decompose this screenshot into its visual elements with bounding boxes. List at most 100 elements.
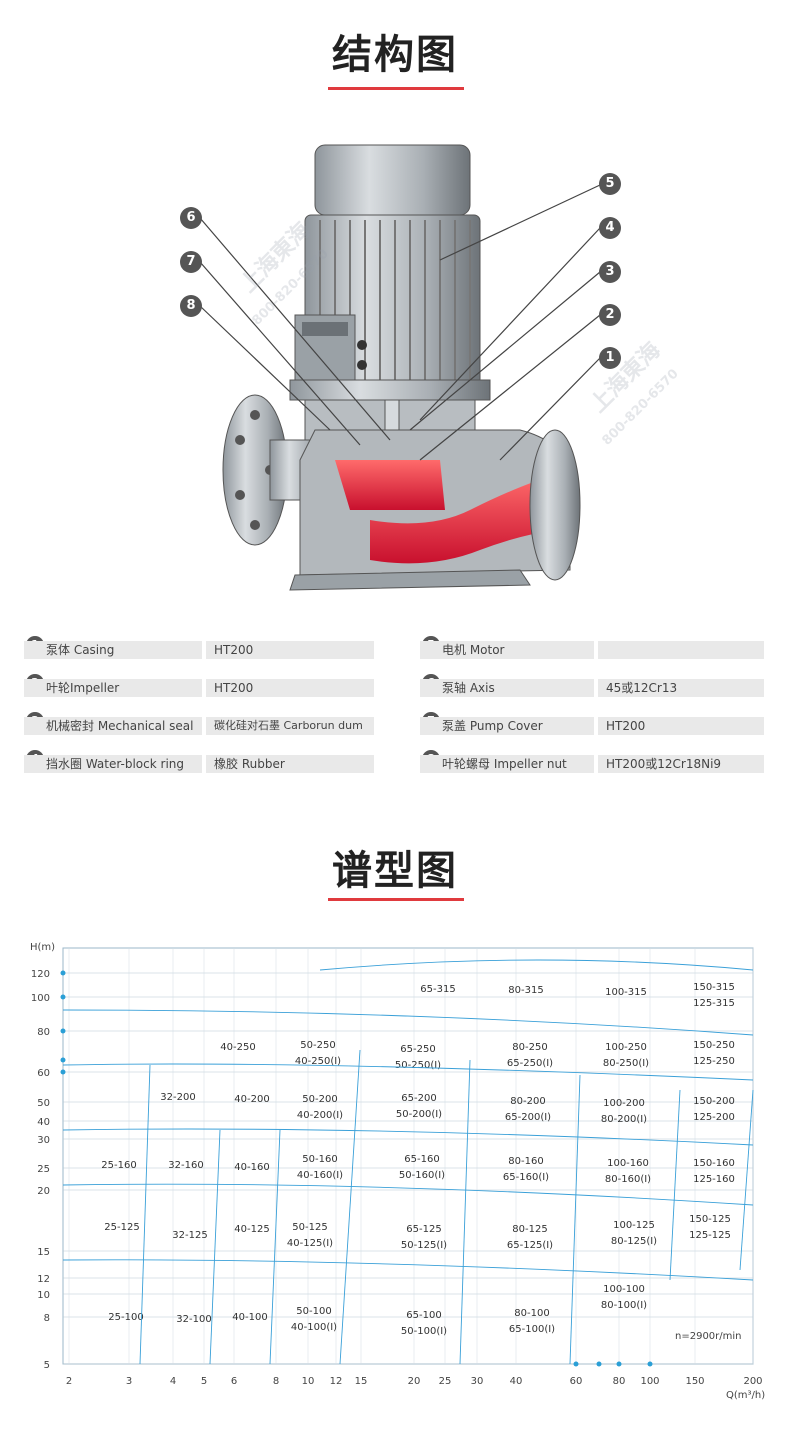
part-material: 45或12Cr13	[598, 679, 764, 697]
model-region-label: 40-125(I)	[287, 1238, 333, 1249]
model-region-label: 40-100	[232, 1312, 267, 1323]
speed-note: n=2900r/min	[675, 1331, 742, 1342]
spectrum-title: 谱型图	[332, 848, 458, 894]
model-region-label: 125-200	[693, 1112, 735, 1123]
axis-marker	[60, 994, 66, 1000]
region-boundary	[739, 1089, 754, 1271]
part-row: 4 挡水圈 Water-block ring 橡胶 Rubber	[24, 750, 374, 777]
model-region-label: 125-125	[689, 1230, 731, 1241]
callout-1: 1	[599, 347, 621, 369]
axis-marker	[60, 1069, 66, 1075]
part-row: 5 电机 Motor	[420, 636, 770, 663]
model-region-label: 32-160	[168, 1160, 203, 1171]
callout-7: 7	[180, 251, 202, 273]
part-row: 1 泵体 Casing HT200	[24, 636, 374, 663]
x-tick-label: 20	[408, 1376, 421, 1387]
part-row: 3 机械密封 Mechanical seal 碳化硅对石墨 Carborun d…	[24, 712, 374, 739]
model-region-label: 65-125	[406, 1224, 441, 1235]
part-row: 6 泵轴 Axis 45或12Cr13	[420, 674, 770, 701]
axis-marker	[60, 1028, 66, 1034]
model-region-label: 100-200	[603, 1098, 645, 1109]
x-tick-label: 60	[570, 1376, 583, 1387]
region-boundary	[62, 1259, 754, 1281]
model-region-label: 50-200	[302, 1094, 337, 1105]
model-region-label: 50-250	[300, 1040, 335, 1051]
x-tick-label: 200	[743, 1376, 762, 1387]
model-region-label: 150-250	[693, 1040, 735, 1051]
model-region-label: 65-200	[401, 1093, 436, 1104]
model-region-label: 50-160(I)	[399, 1170, 445, 1181]
model-region-label: 50-100	[296, 1306, 331, 1317]
axis-marker	[647, 1361, 653, 1367]
y-tick-label: 10	[37, 1290, 50, 1301]
part-row: 8 叶轮螺母 Impeller nut HT200或12Cr18Ni9	[420, 750, 770, 777]
y-tick-label: 20	[37, 1186, 50, 1197]
axis-marker	[596, 1361, 602, 1367]
model-region-label: 65-315	[420, 984, 455, 995]
model-region-label: 100-100	[603, 1284, 645, 1295]
part-name: 电机 Motor	[420, 641, 594, 659]
region-boundary	[139, 1064, 151, 1365]
part-name: 挡水圈 Water-block ring	[24, 755, 202, 773]
part-name: 机械密封 Mechanical seal	[24, 717, 202, 735]
region-boundary	[62, 1183, 754, 1206]
region-boundary	[209, 1129, 221, 1365]
region-boundary	[62, 1128, 754, 1146]
region-boundary	[319, 959, 754, 971]
y-tick-label: 8	[44, 1313, 50, 1324]
model-region-label: 80-160	[508, 1156, 543, 1167]
part-row: 2 叶轮Impeller HT200	[24, 674, 374, 701]
model-region-label: 50-125(I)	[401, 1240, 447, 1251]
model-region-label: 125-315	[693, 998, 735, 1009]
structure-title-underline	[328, 87, 464, 90]
model-region-label: 80-125	[512, 1224, 547, 1235]
performance-spectrum-chart: H(m)Q(m³/h)12010080605040302520151210852…	[30, 942, 765, 1401]
part-name: 叶轮螺母 Impeller nut	[420, 755, 594, 773]
model-region-label: 80-200	[510, 1096, 545, 1107]
region-boundary	[669, 1089, 681, 1281]
y-tick-label: 100	[31, 993, 50, 1004]
part-material: 碳化硅对石墨 Carborun dum	[206, 717, 374, 735]
x-tick-label: 2	[66, 1376, 72, 1387]
structure-title: 结构图	[332, 32, 458, 78]
region-boundary	[62, 1063, 754, 1081]
model-region-label: 40-250	[220, 1042, 255, 1053]
x-tick-label: 6	[231, 1376, 237, 1387]
x-tick-label: 40	[510, 1376, 523, 1387]
part-material: HT200或12Cr18Ni9	[598, 755, 764, 773]
part-name: 泵轴 Axis	[420, 679, 594, 697]
model-region-label: 100-315	[605, 987, 647, 998]
model-region-label: 40-100(I)	[291, 1322, 337, 1333]
model-region-label: 65-250(I)	[507, 1058, 553, 1069]
model-region-label: 125-250	[693, 1056, 735, 1067]
x-axis-label: Q(m³/h)	[726, 1390, 765, 1401]
model-region-label: 80-315	[508, 985, 543, 996]
model-region-label: 32-200	[160, 1092, 195, 1103]
pump-drawing	[199, 144, 601, 591]
model-region-label: 65-160(I)	[503, 1172, 549, 1183]
x-tick-label: 100	[640, 1376, 659, 1387]
model-region-label: 32-125	[172, 1230, 207, 1241]
callout-6: 6	[180, 207, 202, 229]
model-region-label: 40-200	[234, 1094, 269, 1105]
y-tick-label: 60	[37, 1068, 50, 1079]
y-tick-label: 15	[37, 1247, 50, 1258]
part-name: 泵体 Casing	[24, 641, 202, 659]
model-region-label: 40-200(I)	[297, 1110, 343, 1121]
model-region-label: 25-100	[108, 1312, 143, 1323]
model-region-label: 80-100	[514, 1308, 549, 1319]
region-boundary	[62, 1009, 754, 1036]
model-region-label: 65-125(I)	[507, 1240, 553, 1251]
part-material	[598, 641, 764, 659]
x-tick-label: 4	[170, 1376, 176, 1387]
region-boundary	[339, 1049, 361, 1365]
y-tick-label: 50	[37, 1098, 50, 1109]
callout-2: 2	[599, 304, 621, 326]
model-region-label: 40-250(I)	[295, 1056, 341, 1067]
part-material: HT200	[206, 641, 374, 659]
model-region-label: 40-160(I)	[297, 1170, 343, 1181]
model-region-label: 50-250(I)	[395, 1060, 441, 1071]
model-region-label: 50-125	[292, 1222, 327, 1233]
axis-marker	[616, 1361, 622, 1367]
model-region-label: 80-250	[512, 1042, 547, 1053]
